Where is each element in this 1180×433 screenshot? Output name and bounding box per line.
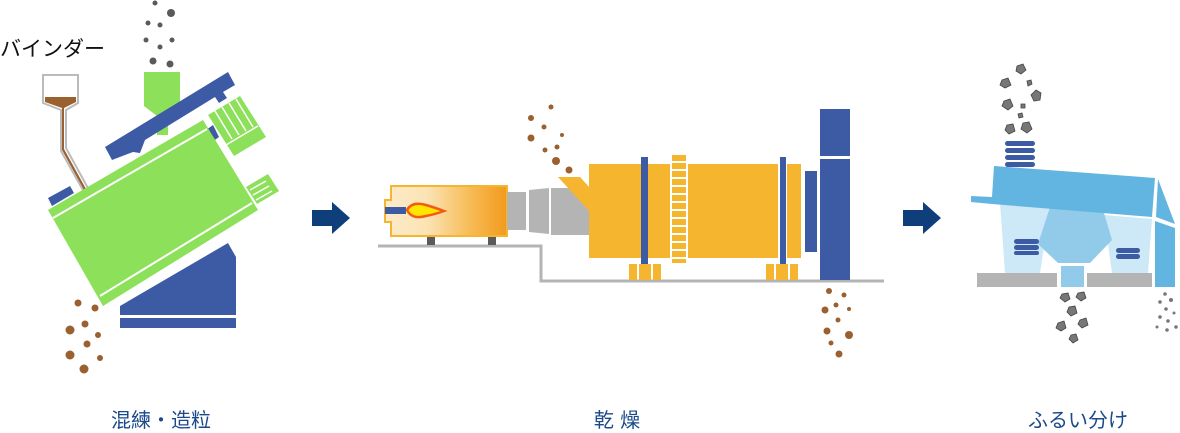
- feed-chute: [558, 177, 590, 212]
- mixer-granulator: [42, 0, 279, 374]
- mixer-drum: [48, 120, 258, 306]
- sieve-deck: [971, 166, 1155, 217]
- feed-particles: [143, 0, 175, 68]
- binder-hopper: [42, 74, 91, 194]
- drive-gear: [672, 155, 686, 263]
- step-label-sieving: ふるい分け: [1028, 408, 1128, 432]
- vibrating-sieve: [971, 63, 1178, 344]
- mixer-clip-right: [206, 125, 219, 142]
- discharge-tower: [820, 109, 850, 156]
- arrow-right-icon: [312, 202, 350, 234]
- floor-line: [378, 244, 884, 283]
- flame-icon: [405, 202, 448, 219]
- fine-particles: [1155, 292, 1178, 332]
- dried-particles: [821, 288, 853, 358]
- motor-fins: [208, 96, 279, 204]
- mixer-cover: [105, 72, 235, 160]
- rotary-dryer: [378, 104, 884, 358]
- burner-nozzle: [385, 207, 406, 214]
- binder-label: バインダー: [0, 37, 105, 61]
- hood: [805, 171, 817, 252]
- mixer-base: [120, 243, 236, 315]
- feed-funnel: [144, 72, 180, 135]
- step-label-drying: 乾 燥: [593, 408, 641, 432]
- mixer-clip: [48, 186, 74, 206]
- wet-particles: [527, 104, 573, 174]
- mixer-base-plate: [120, 318, 236, 328]
- coarse-particles: [999, 63, 1089, 344]
- arrow-right-icon: [903, 202, 941, 234]
- spring-icon: [1005, 141, 1140, 259]
- step-label-mixing: 混練・造粒: [111, 408, 211, 432]
- granule-particles: [65, 299, 103, 374]
